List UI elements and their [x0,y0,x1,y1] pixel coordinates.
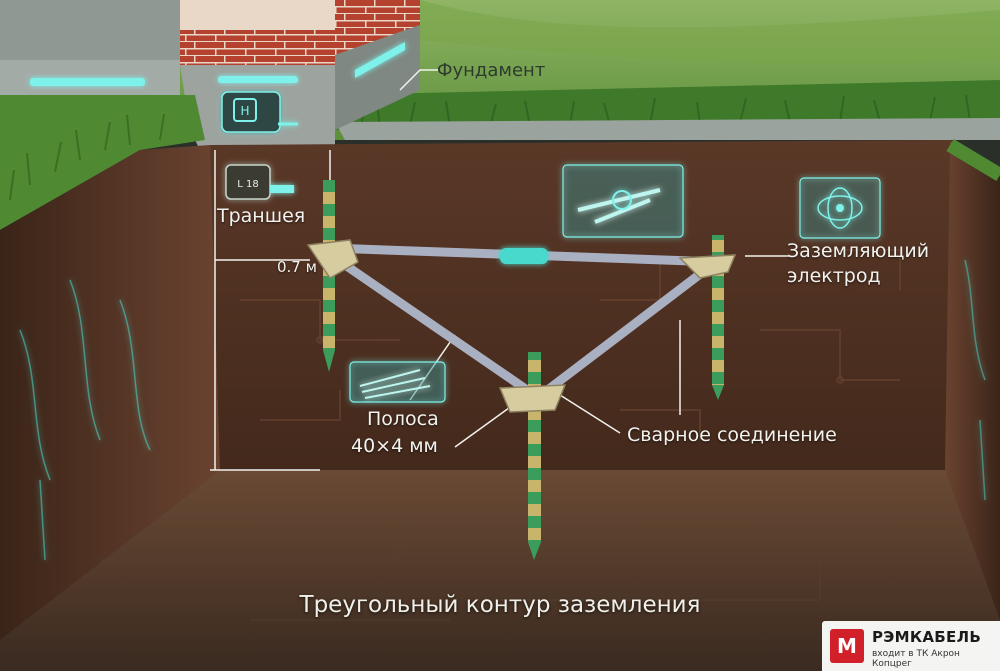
brand-name: РЭМКАБЕЛЬ [872,628,982,646]
weld-brackets [306,239,737,413]
path-light [30,78,145,86]
strip-left [330,253,535,397]
magnetic-field-icon [799,177,881,239]
tape-measure-icon: L 18 [225,164,294,200]
strip-coupler [500,248,548,264]
brick-course [180,30,335,65]
weld-joint-icon [562,164,684,238]
diagram-title: Треугольный контур заземления [299,592,701,618]
strip-right [540,260,717,397]
weld-label: Сварное соединение [627,424,837,446]
trench-label: Траншея [217,205,306,227]
depth-label: 0.7 м [277,258,317,276]
trench-right-wall [945,140,1000,620]
tape-measure-2-text: L 18 [237,179,258,190]
brand-badge: M РЭМКАБЕЛЬ входит в ТК Акрон Копцрег [822,621,1000,671]
ground-rod-center [528,352,541,560]
foundation-label: Фундамент [437,60,546,81]
grass-left [0,95,205,230]
brand-logo: M [830,629,864,663]
tape-measure-icon: H [221,91,298,133]
trench-left-wall [0,145,220,640]
strip-label-line1: Полоса [367,408,439,430]
electrode-label-line2: электрод [787,265,881,287]
cable-strip-icon [349,361,446,403]
brand-subtitle: входит в ТК Акрон Копцрег [872,649,960,669]
curb [335,118,1000,140]
tape-measure-1-text: H [240,104,249,118]
strip-label-line2: 40×4 мм [351,435,438,457]
electrode-label-line1: Заземляющий [787,240,930,262]
